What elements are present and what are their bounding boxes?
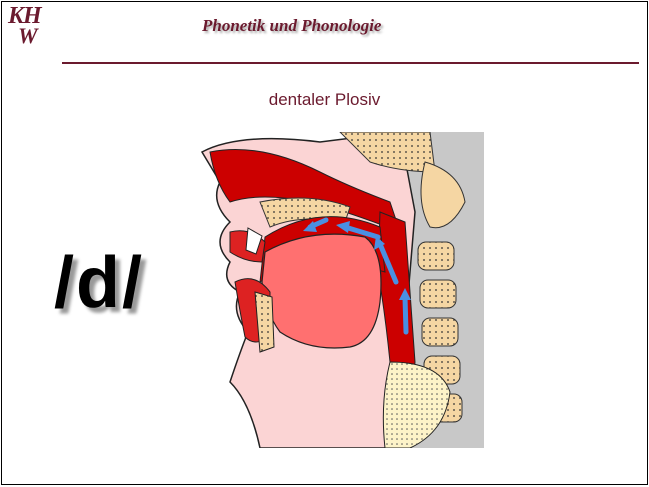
header-title: Phonetik und Phonologie bbox=[202, 16, 381, 36]
khw-logo: KH W bbox=[8, 6, 66, 58]
slide-subtitle: dentaler Plosiv bbox=[2, 90, 647, 110]
tongue bbox=[262, 234, 381, 348]
phoneme-symbol: /d/ bbox=[54, 242, 144, 324]
vocal-tract-diagram bbox=[200, 132, 484, 448]
header-divider bbox=[62, 62, 639, 64]
logo-line-2: W bbox=[8, 26, 66, 46]
